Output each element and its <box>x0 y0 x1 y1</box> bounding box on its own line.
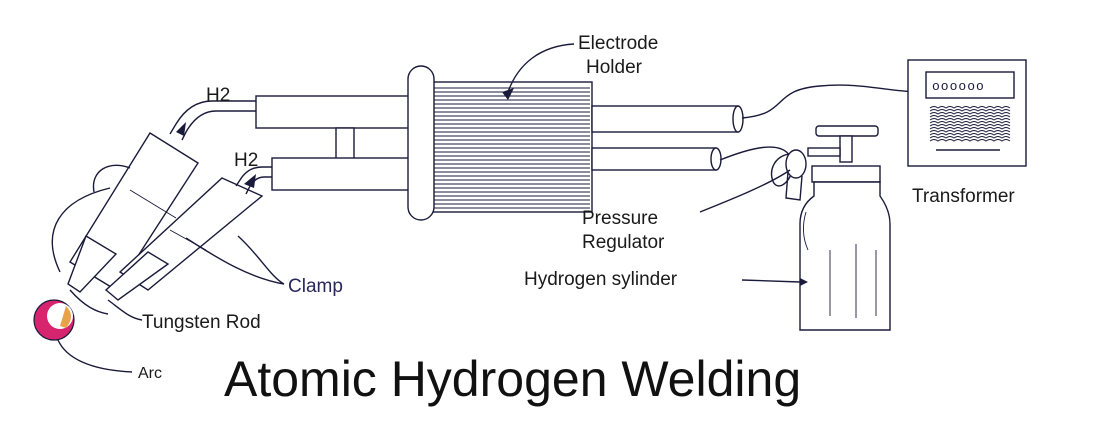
transformer-coil-wave <box>929 109 1011 112</box>
label-tungsten-rod: Tungsten Rod <box>142 312 261 333</box>
upper-torch-barrel <box>67 132 199 293</box>
leader-lines <box>51 43 808 373</box>
transformer-coil-wave <box>929 133 1011 136</box>
transformer-coil-wave <box>929 115 1011 118</box>
label-electrode-line1: Electrode <box>578 33 658 54</box>
transformer-coil-wave <box>929 139 1011 142</box>
transformer-coil-wave <box>929 136 1011 139</box>
regulator-hose <box>719 146 801 187</box>
electrode-holder <box>407 65 593 221</box>
label-pressure-line2: Regulator <box>582 232 665 253</box>
welding-arc <box>33 299 75 341</box>
label-electrode-line2: Holder <box>586 57 643 78</box>
label-arc: Arc <box>138 365 162 382</box>
diagram-title: Atomic Hydrogen Welding <box>224 351 801 407</box>
pressure-regulator <box>785 125 879 201</box>
transformer-coil-wave <box>929 118 1011 121</box>
transformer-coil-wave <box>929 112 1011 115</box>
h2-upper-hose <box>169 100 258 141</box>
transformer-coil-wave <box>929 127 1011 130</box>
h2-lower-hose <box>235 166 272 195</box>
transformer-coil-wave <box>929 124 1011 127</box>
label-h2-lower: H2 <box>234 150 258 171</box>
transformer-coil-wave <box>929 106 1011 109</box>
right-upper-tube <box>591 105 744 133</box>
label-pressure-line1: Pressure <box>582 208 658 229</box>
transformer: oooooo <box>907 59 1027 167</box>
label-clamp: Clamp <box>288 276 343 297</box>
transformer-coil-wave <box>929 130 1011 133</box>
connector-block <box>335 127 355 161</box>
label-transformer: Transformer <box>912 186 1015 207</box>
hydrogen-cylinder <box>799 165 891 331</box>
transformer-display: oooooo <box>932 79 985 94</box>
label-hydrogen-cylinder: Hydrogen sylinder <box>524 269 678 290</box>
label-h2-upper: H2 <box>206 85 230 106</box>
lower-tube <box>271 157 417 191</box>
power-cable <box>741 84 921 119</box>
upper-tube <box>255 95 417 129</box>
right-lower-tube <box>591 147 722 171</box>
transformer-coil-wave <box>929 121 1011 124</box>
